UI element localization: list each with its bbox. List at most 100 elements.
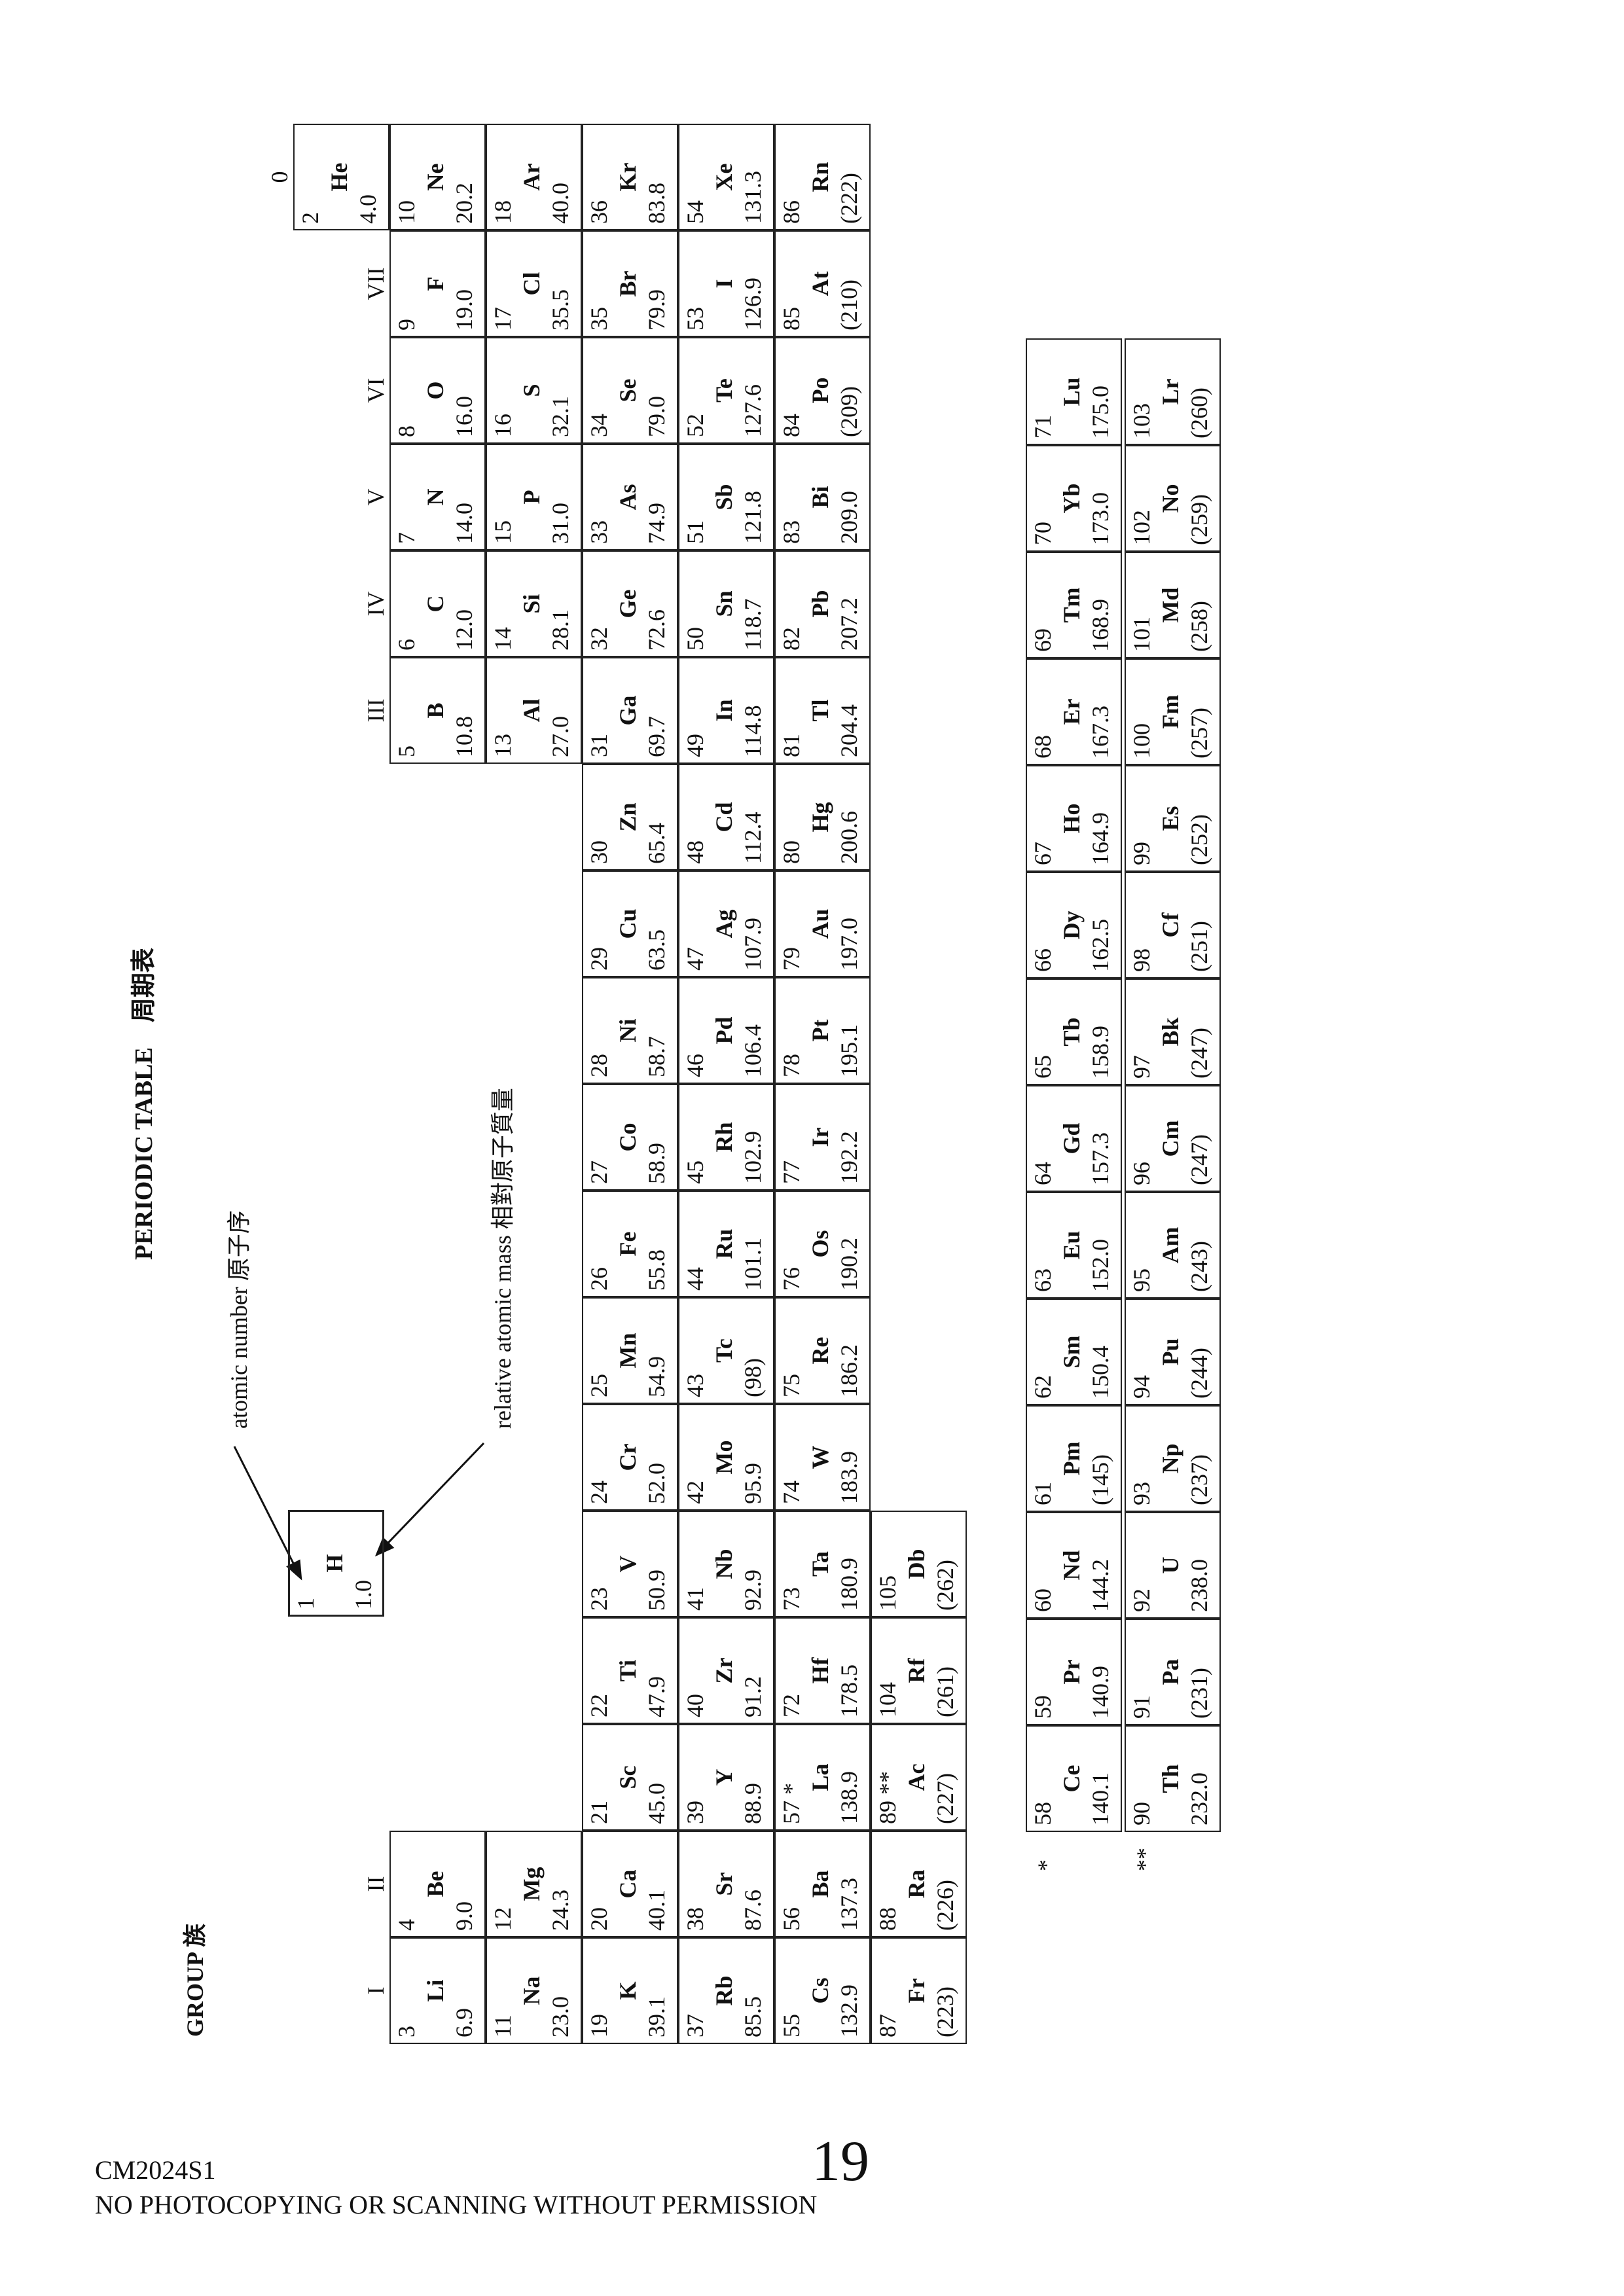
atomic-number: 91: [1128, 1695, 1155, 1719]
element-symbol: Pb: [807, 590, 833, 618]
atomic-mass: 207.2: [836, 598, 862, 651]
element-symbol: Po: [807, 377, 833, 404]
atomic-number: 32: [586, 627, 612, 651]
atomic-mass: 150.4: [1087, 1346, 1113, 1399]
element-symbol: Cu: [615, 908, 641, 939]
element-symbol: O: [422, 381, 448, 400]
atomic-number: 31: [586, 734, 612, 757]
atomic-number: 90: [1128, 1802, 1155, 1825]
element-symbol: Np: [1157, 1443, 1183, 1474]
element-symbol: H: [321, 1554, 348, 1573]
atomic-number: 42: [682, 1480, 708, 1504]
element-symbol: K: [615, 1981, 641, 2000]
atomic-number: 56: [778, 1907, 804, 1931]
atomic-mass: 158.9: [1087, 1026, 1113, 1079]
atomic-mass: 28.1: [547, 609, 573, 651]
element-symbol: Sc: [615, 1765, 641, 1789]
atomic-number: 2: [297, 212, 323, 224]
element-symbol: Fr: [903, 1978, 929, 2003]
element-symbol: Li: [422, 1979, 448, 2002]
atomic-mass: 200.6: [836, 811, 862, 864]
atomic-number: 47: [682, 947, 708, 971]
atomic-number: 104: [875, 1682, 901, 1717]
element-symbol: As: [615, 484, 641, 511]
element-symbol: Bk: [1157, 1017, 1183, 1047]
element-symbol: Au: [807, 908, 833, 939]
atomic-number: 36: [586, 200, 612, 224]
atomic-mass: (222): [836, 173, 862, 224]
element-symbol: Hg: [807, 802, 833, 833]
atomic-mass: 106.4: [740, 1024, 766, 1077]
atomic-number: 89 **: [875, 1771, 901, 1824]
atomic-mass: 168.9: [1087, 599, 1113, 652]
copyright-notice: NO PHOTOCOPYING OR SCANNING WITHOUT PERM…: [95, 2190, 818, 2219]
atomic-number: 26: [586, 1267, 612, 1291]
element-symbol: Cd: [711, 802, 737, 833]
atomic-mass: 47.9: [643, 1676, 670, 1717]
element-symbol: Ta: [807, 1551, 833, 1577]
atomic-number: 60: [1030, 1588, 1056, 1612]
atomic-mass: 101.1: [740, 1238, 766, 1291]
element-symbol: Cr: [615, 1443, 641, 1471]
atomic-number: 11: [490, 2015, 516, 2037]
atomic-number: 12: [490, 1907, 516, 1931]
element-symbol: Os: [807, 1230, 833, 1258]
element-symbol: Rn: [807, 162, 833, 192]
atomic-mass: 126.9: [740, 278, 766, 331]
atomic-number: 19: [586, 2014, 612, 2037]
atomic-mass: 102.9: [740, 1131, 766, 1184]
atomic-mass: 107.9: [740, 918, 766, 971]
element-symbol: Te: [711, 378, 737, 403]
atomic-mass: (145): [1087, 1454, 1113, 1505]
element-symbol: Fm: [1157, 694, 1183, 729]
key-cell-hydrogen: 1 H 1.0: [288, 1510, 384, 1617]
atomic-mass: 209.0: [836, 491, 862, 544]
atomic-mass: 138.9: [836, 1771, 862, 1824]
element-symbol: V: [615, 1555, 641, 1573]
atomic-mass: 58.7: [643, 1036, 670, 1077]
element-symbol: Dy: [1058, 910, 1085, 940]
atomic-mass: (258): [1186, 601, 1212, 652]
atomic-mass: 95.9: [740, 1463, 766, 1504]
atomic-mass: 1.0: [350, 1580, 376, 1609]
atomic-mass: (209): [836, 386, 862, 437]
atomic-number: 54: [682, 200, 708, 224]
atomic-mass: 4.0: [355, 194, 381, 224]
atomic-mass: 55.8: [643, 1249, 670, 1291]
atomic-mass: 144.2: [1087, 1559, 1113, 1612]
element-symbol: Tb: [1058, 1017, 1085, 1047]
atomic-number: 86: [778, 200, 804, 224]
atomic-number: 44: [682, 1267, 708, 1291]
atomic-mass: 20.2: [451, 183, 477, 224]
element-symbol: Th: [1157, 1764, 1183, 1793]
element-symbol: Gd: [1058, 1122, 1085, 1155]
atomic-mass: (252): [1186, 814, 1212, 865]
atomic-number: 76: [778, 1267, 804, 1291]
atomic-mass: 52.0: [643, 1463, 670, 1504]
atomic-number: 77: [778, 1160, 804, 1184]
element-symbol: Se: [615, 378, 641, 403]
atomic-number: 3: [393, 2026, 420, 2037]
atomic-mass: 9.0: [451, 1901, 477, 1931]
element-symbol: No: [1157, 484, 1183, 513]
